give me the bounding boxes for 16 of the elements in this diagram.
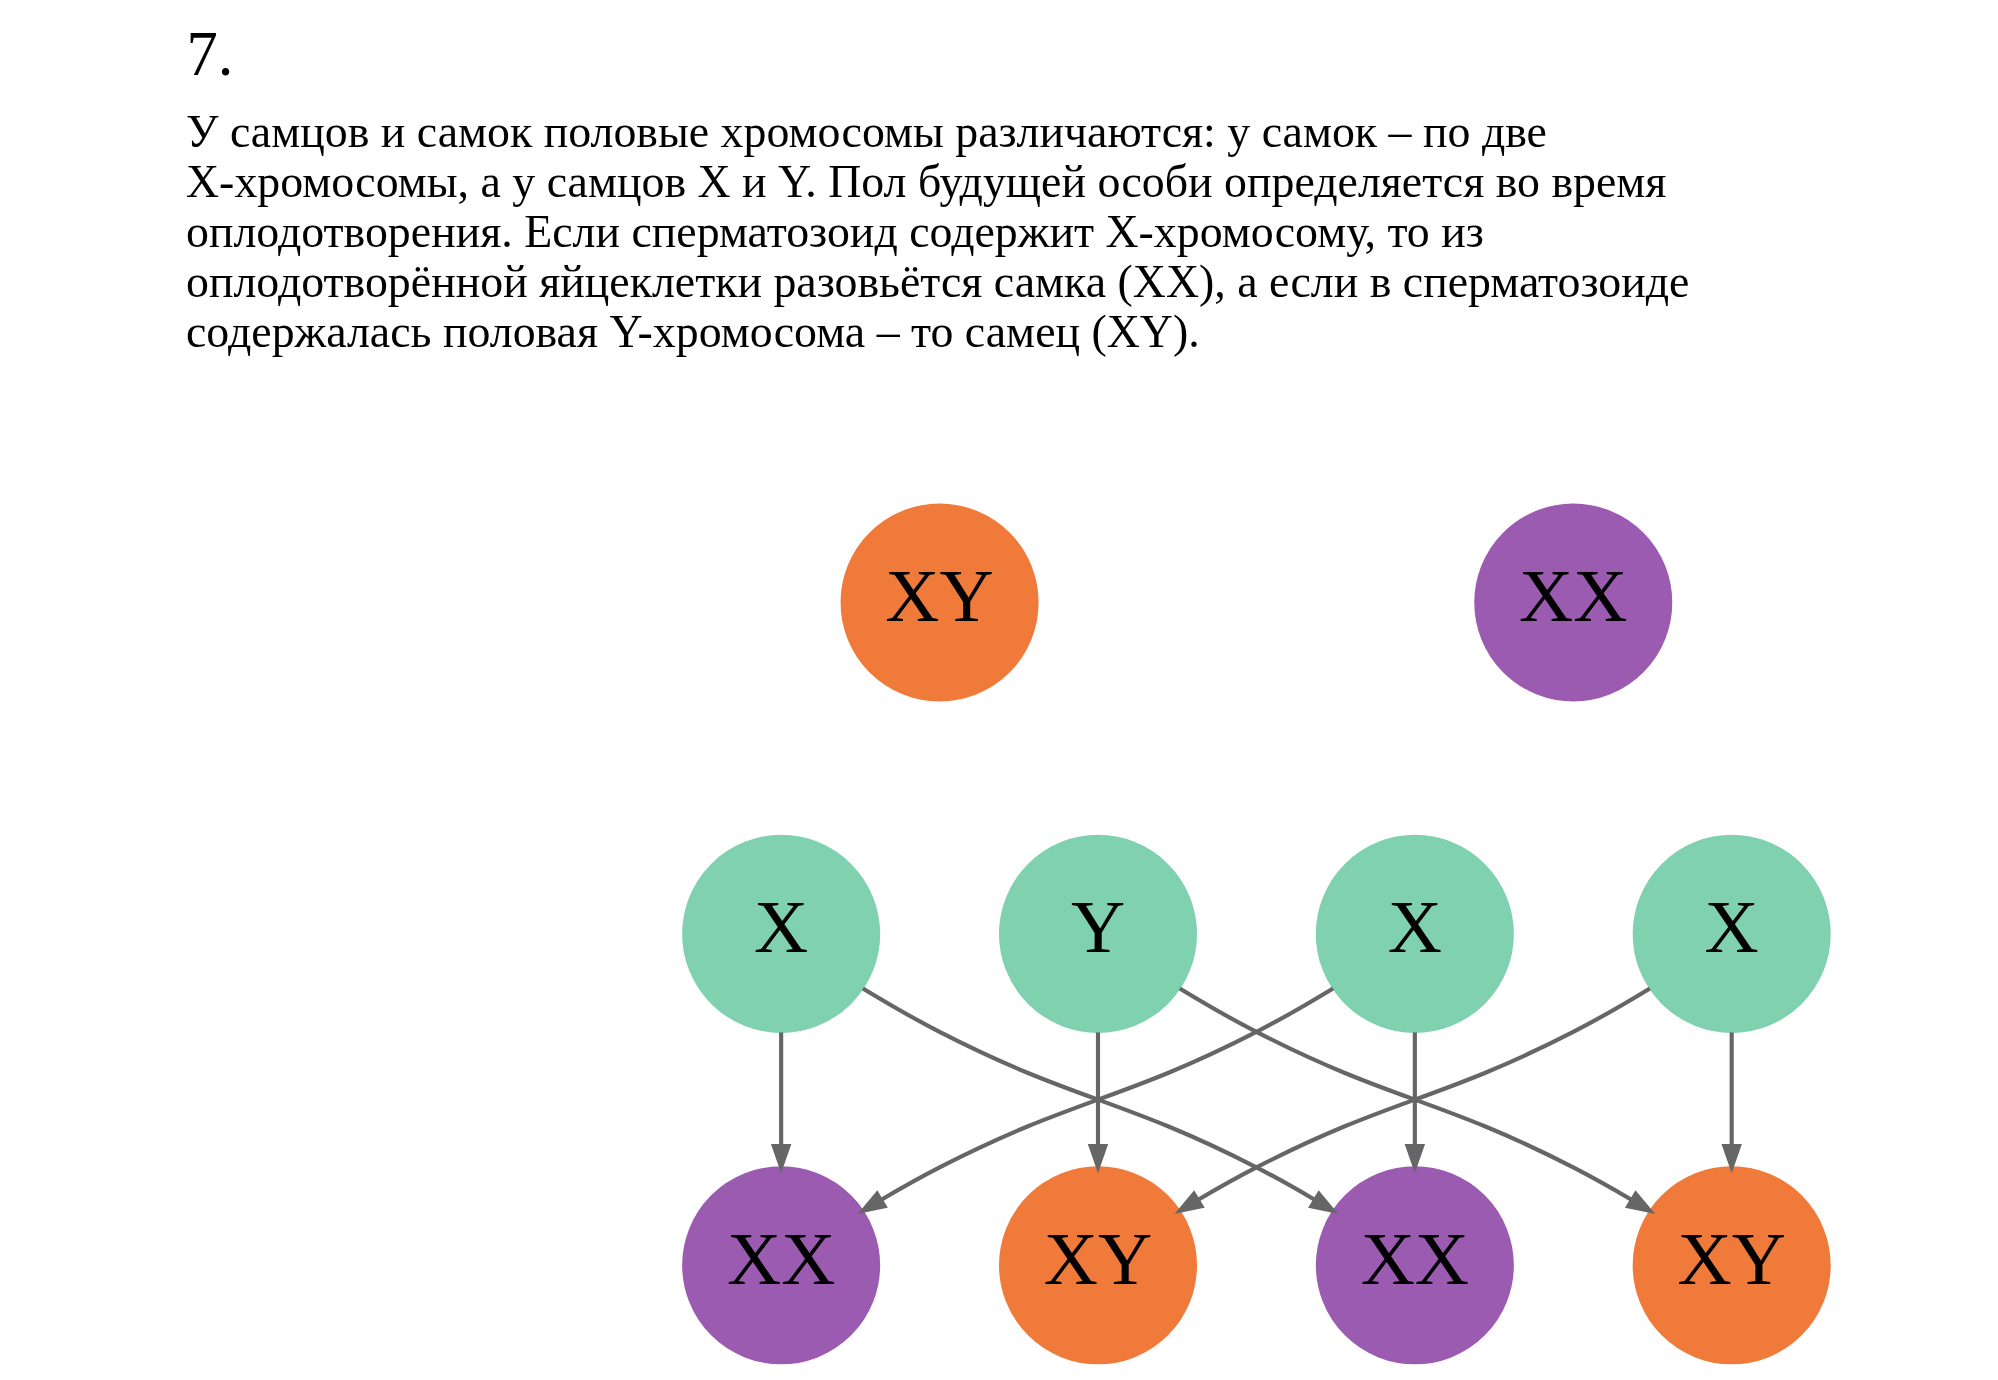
diagram-title: 7.	[186, 19, 233, 90]
node-circle: XX	[1315, 1166, 1514, 1365]
arrow	[770, 1032, 791, 1174]
node-circle: XY	[840, 503, 1039, 702]
node-circle: XX	[681, 1166, 880, 1365]
arrow	[1720, 1032, 1742, 1174]
node-circle: XY	[1632, 1166, 1831, 1365]
arrow	[1087, 1032, 1108, 1174]
node-circle: X	[1632, 834, 1831, 1033]
label: У самцов и самок половые хромосомы различаются: у самок – по две X-хромосомы, а у самцов X и Y. Пол будущей особи определяется во время оплодотворения. Если сперматозоид содержит X-хромосому, то из оплодотворённой яйцеклетки разовьётся самка (XX), а если в сперматозоиде содержалась половая Y-хромосома – то самец (XY).	[185, 106, 1689, 358]
arrow	[1404, 1032, 1425, 1174]
node-circle: Y	[998, 834, 1197, 1033]
node-circle: XY	[998, 1166, 1197, 1365]
node-circle: X	[1315, 834, 1514, 1033]
node-circle: X	[681, 834, 880, 1033]
node-circle: XX	[1473, 503, 1672, 702]
